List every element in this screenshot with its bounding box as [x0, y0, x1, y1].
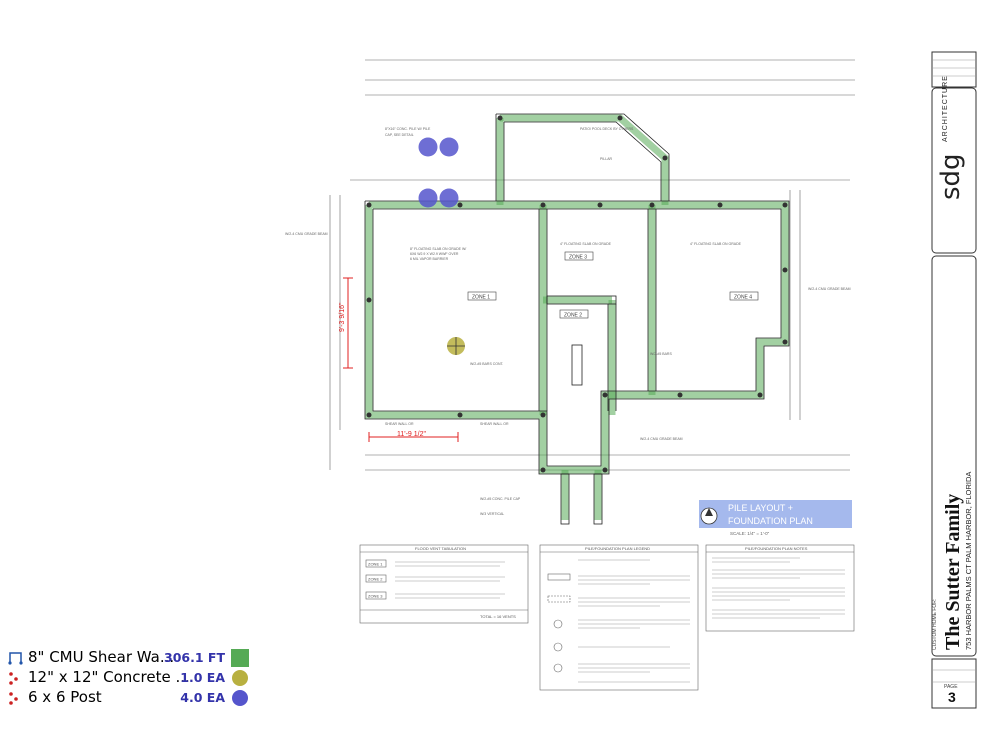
- plan-notes-title: PILE/FOUNDATION PLAN NOTES: [745, 546, 808, 551]
- wall-run-icon: [8, 652, 23, 665]
- svg-text:8" FLOATING SLAB ON GRADE W/: 8" FLOATING SLAB ON GRADE W/: [410, 247, 466, 251]
- takeoff-item-name: 12" x 12" Concrete ...: [28, 668, 190, 686]
- project-address: 753 HARBOR PALMS CT PALM HARBOR, FLORIDA: [964, 471, 973, 650]
- pile-cap-marker: [447, 337, 465, 355]
- svg-text:W/2-4 CMU GRADE BEAM: W/2-4 CMU GRADE BEAM: [285, 232, 328, 236]
- plan-title-line2: FOUNDATION PLAN: [728, 516, 813, 526]
- dimension-width-label: 11'-9 1/2": [397, 431, 427, 438]
- vent-table-title: FLOOD VENT TABULATION: [415, 546, 466, 551]
- point-marker-icon: [9, 692, 18, 705]
- brand-suffix: ARCHITECTURE: [942, 75, 949, 142]
- zone-tags: [467, 251, 759, 319]
- svg-text:6 MIL VAPOR BARRIER: 6 MIL VAPOR BARRIER: [410, 257, 449, 261]
- zone-label-1: ZONE 1: [472, 295, 490, 301]
- takeoff-legend: 8" CMU Shear Wa... 306.1 FT 12" x 12" Co…: [6, 648, 251, 708]
- annotation-text: 8"X16" CONC. PILE W/ PILE CAP, SEE DETAI…: [285, 127, 851, 516]
- project-name: The Sutter Family: [942, 493, 964, 650]
- svg-text:W/2-#5 BARS: W/2-#5 BARS: [650, 352, 672, 356]
- pile-markers: [366, 115, 788, 473]
- zone-label-2: ZONE 2: [564, 313, 582, 319]
- vent-table-total: TOTAL = 16 VENTS: [480, 614, 516, 619]
- dimension-height-label: 9'-3 9/16": [339, 302, 346, 332]
- svg-text:6X6 W2.9 X W2.9 WWF OVER: 6X6 W2.9 X W2.9 WWF OVER: [410, 252, 459, 256]
- vent-table-rows: [395, 561, 505, 599]
- plan-scale: SCALE: 1/4" = 1'-0": [730, 531, 770, 536]
- svg-text:W/2-4 CMU GRADE BEAM: W/2-4 CMU GRADE BEAM: [640, 437, 683, 441]
- svg-text:SHEAR WALL OR: SHEAR WALL OR: [480, 422, 509, 426]
- plan-title-line1: PILE LAYOUT +: [728, 503, 793, 513]
- sheet-number: 3: [948, 689, 956, 705]
- project-caption: CUSTOM HOME FOR:: [932, 598, 938, 650]
- shear-wall-runs: [365, 114, 789, 520]
- vent-row-zone1: ZONE 1: [368, 562, 383, 567]
- svg-text:CAP, SEE DETAIL: CAP, SEE DETAIL: [385, 133, 414, 137]
- vent-row-zone2: ZONE 2: [368, 577, 383, 582]
- pile-legend-title: PILE/FOUNDATION PLAN LEGEND: [585, 546, 650, 551]
- takeoff-item-qty: 4.0 EA: [180, 690, 225, 705]
- takeoff-item-qty: 1.0 EA: [180, 670, 225, 685]
- takeoff-item-qty: 306.1 FT: [164, 650, 225, 665]
- svg-text:PILLAR: PILLAR: [600, 157, 613, 161]
- takeoff-item-name: 6 x 6 Post: [28, 688, 102, 706]
- flood-vent-table: [359, 544, 529, 624]
- svg-text:W/2-#5 CONC. PILE CAP: W/2-#5 CONC. PILE CAP: [480, 497, 521, 501]
- zone-label-3: ZONE 3: [569, 255, 587, 261]
- svg-text:W/2-4 CMU GRADE BEAM: W/2-4 CMU GRADE BEAM: [808, 287, 851, 291]
- title-block-frame: [931, 51, 977, 709]
- point-marker-icon: [9, 672, 18, 685]
- color-swatch: [232, 690, 248, 706]
- wall-outlines: [364, 113, 790, 525]
- color-swatch: [232, 670, 248, 686]
- plan-notes-table: [705, 544, 855, 632]
- post-markers: [418, 137, 459, 208]
- title-block: sdg ARCHITECTURE CUSTOM HOME FOR: The Su…: [930, 50, 978, 710]
- brand-logo: sdg: [936, 153, 966, 200]
- sheet-label: PAGE: [944, 684, 958, 690]
- svg-text:SHEAR WALL OR: SHEAR WALL OR: [385, 422, 414, 426]
- red-dimension-markup: [343, 277, 459, 442]
- plan-title-highlight: [699, 500, 852, 528]
- zone-label-4: ZONE 4: [734, 295, 752, 301]
- svg-text:8"X16" CONC. PILE W/ PILE: 8"X16" CONC. PILE W/ PILE: [385, 127, 431, 131]
- takeoff-item-concrete[interactable]: 12" x 12" Concrete ... 1.0 EA: [6, 668, 251, 688]
- svg-text:W/2-#5 BARS CONT.: W/2-#5 BARS CONT.: [470, 362, 504, 366]
- svg-text:W/3 VERTICAL: W/3 VERTICAL: [480, 512, 504, 516]
- pile-legend-table: [539, 544, 699, 691]
- takeoff-item-post[interactable]: 6 x 6 Post 4.0 EA: [6, 688, 251, 708]
- svg-text:PATIO/ POOL DECK BY OTHERS: PATIO/ POOL DECK BY OTHERS: [580, 127, 634, 131]
- takeoff-item-shear-wall[interactable]: 8" CMU Shear Wa... 306.1 FT: [6, 648, 251, 668]
- vent-row-zone3: ZONE 3: [368, 594, 383, 599]
- takeoff-item-name: 8" CMU Shear Wa...: [28, 648, 175, 666]
- svg-text:4" FLOATING SLAB ON GRADE: 4" FLOATING SLAB ON GRADE: [560, 242, 612, 246]
- svg-text:4" FLOATING SLAB ON GRADE: 4" FLOATING SLAB ON GRADE: [690, 242, 742, 246]
- color-swatch: [231, 649, 249, 667]
